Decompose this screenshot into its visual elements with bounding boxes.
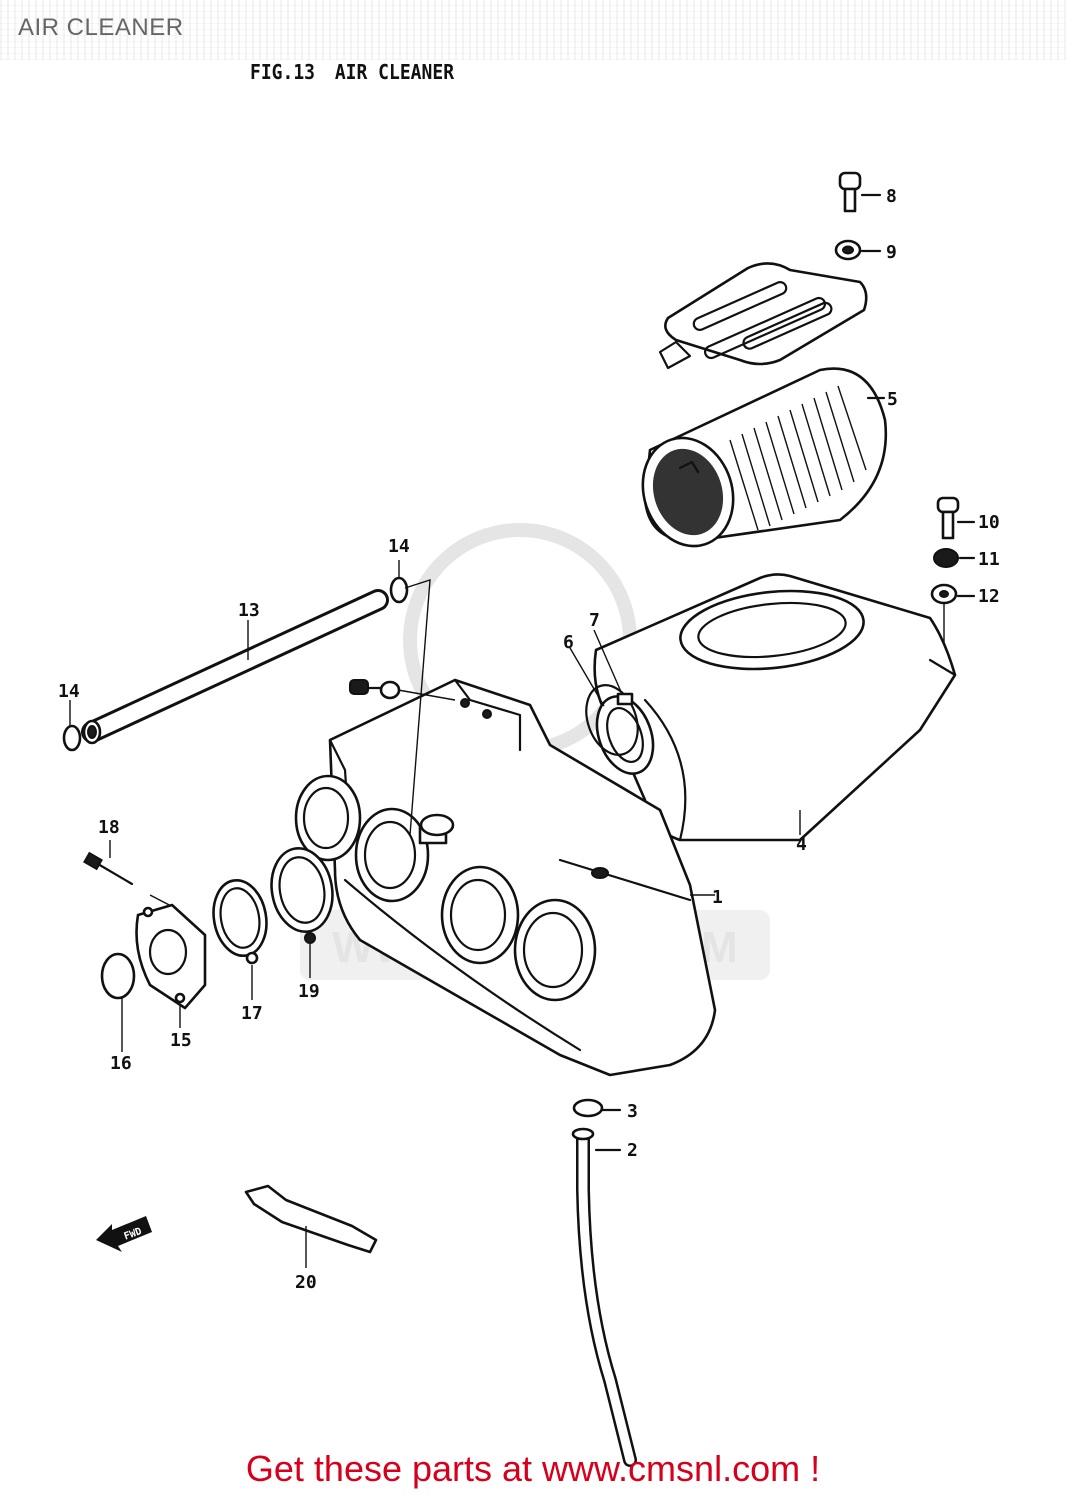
part-7-screw	[593, 629, 634, 706]
callout-5: 5	[887, 389, 898, 410]
part-6-clamp	[569, 647, 639, 756]
scan-noise	[0, 0, 1066, 60]
callout-3: 3	[627, 1101, 638, 1122]
mounting-bolt	[349, 679, 456, 701]
callout-14-upper: 14	[388, 536, 410, 557]
part-16-o-ring	[100, 952, 136, 1052]
part-15-intake-flange	[135, 903, 207, 1028]
callout-8: 8	[886, 186, 897, 207]
callout-1: 1	[712, 887, 723, 908]
part-13-breather-hose	[81, 589, 389, 745]
part-9-washer	[834, 239, 882, 261]
part-8-bolt	[838, 171, 882, 213]
forward-direction-arrow: FWD	[96, 1216, 152, 1252]
callout-20: 20	[295, 1272, 317, 1293]
callout-12: 12	[978, 586, 1000, 607]
part-2-drain-hose	[571, 1127, 637, 1467]
part-18-screw	[83, 840, 176, 909]
part-14-clip-lower	[62, 700, 82, 752]
callout-15: 15	[170, 1030, 192, 1051]
part-5-filter-element	[641, 367, 888, 548]
callout-7: 7	[589, 610, 600, 631]
callout-19: 19	[298, 981, 320, 1002]
part-11-grommet	[933, 548, 976, 568]
figure-title: FIG.13 AIR CLEANER	[250, 60, 474, 84]
callout-6: 6	[563, 632, 574, 653]
callout-16: 16	[110, 1053, 132, 1074]
part-17-hose-clamp	[212, 879, 268, 1000]
part-19-hose-clamp	[270, 847, 334, 978]
callout-labels: 1 2 3 4 5 6 7 8 9 10 11 12 13 14 14 15 1…	[58, 186, 1000, 1293]
part-10-bolt	[936, 496, 976, 540]
callout-14-lower: 14	[58, 681, 80, 702]
filter-cover-plate	[658, 262, 868, 370]
part-14-clip-upper	[389, 560, 431, 836]
figure-number: FIG.13	[250, 60, 316, 84]
callout-17: 17	[241, 1003, 263, 1024]
callout-9: 9	[886, 242, 897, 263]
part-20-strap	[244, 1184, 378, 1268]
callout-18: 18	[98, 817, 120, 838]
buy-parts-link[interactable]: Get these parts at www.cmsnl.com !	[245, 1448, 821, 1489]
part-4-air-cleaner-case	[593, 573, 957, 842]
page-title: AIR CLEANER	[18, 14, 184, 41]
callout-13: 13	[238, 600, 260, 621]
part-3-clip	[572, 1098, 622, 1118]
part-12-washer	[930, 583, 976, 660]
part-1-air-box	[294, 678, 717, 1077]
callout-4: 4	[796, 834, 807, 855]
callout-11: 11	[978, 549, 1000, 570]
figure-name: AIR CLEANER	[334, 60, 455, 84]
callout-10: 10	[978, 512, 1000, 533]
callout-2: 2	[627, 1140, 638, 1161]
